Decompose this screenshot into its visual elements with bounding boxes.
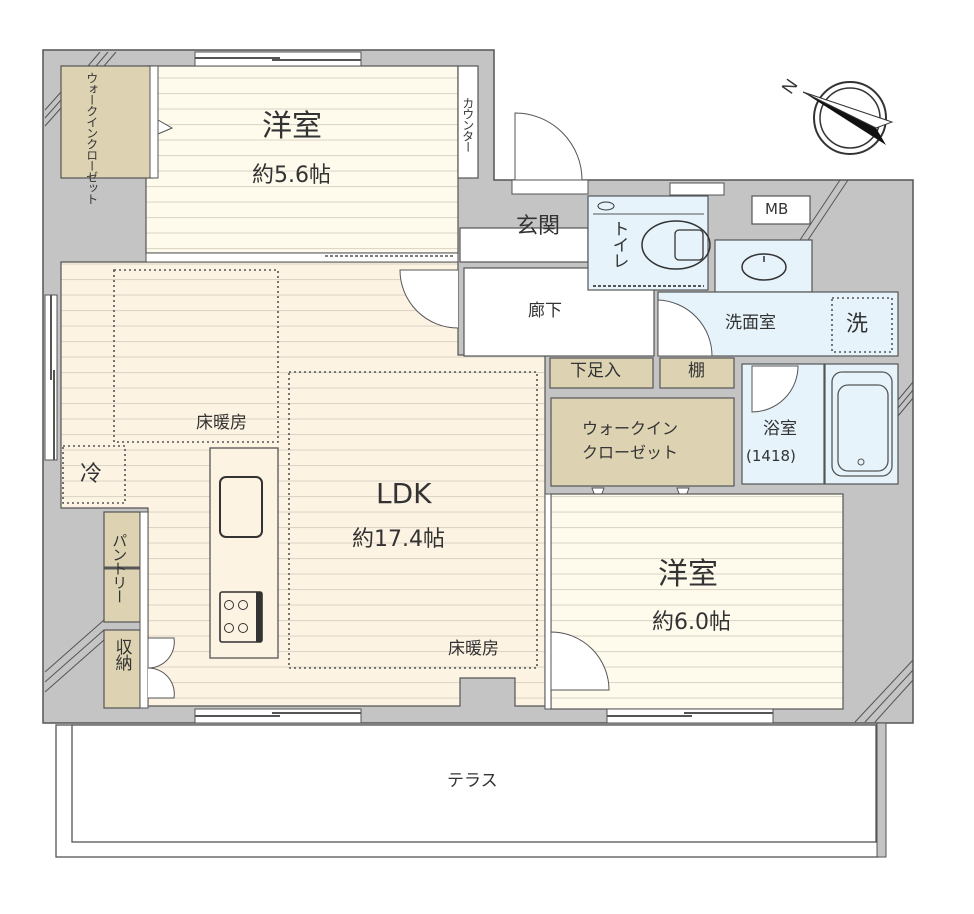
walk-in-closet-2-label-line1: ウォークイン: [582, 419, 679, 438]
fridge-zone: [62, 445, 126, 504]
bathroom-label: 浴室: [763, 419, 797, 439]
walk-in-closet-1-label: ウォークインクローゼット: [84, 72, 99, 204]
shoe-closet: [549, 357, 654, 389]
walk-in-closet-2: [550, 397, 735, 487]
ldk-floor: [60, 261, 546, 707]
north-arrow-compass-icon: N: [778, 75, 894, 155]
walk-in-closet-2-label-line2: クローゼット: [582, 443, 679, 462]
counter: [457, 65, 479, 179]
washer-zone: [831, 297, 893, 353]
floor-heating-zone-1: [113, 269, 279, 443]
floor-heating-zone-2: [288, 371, 538, 669]
entrance: [459, 227, 589, 263]
counter-label: カウンター: [460, 96, 475, 152]
western-room-2-size: 約6.0帖: [652, 610, 731, 635]
western-room-1-label: 洋室: [262, 109, 322, 144]
washer-label: 洗: [846, 312, 869, 337]
ldk-label: LDK: [376, 477, 432, 510]
bathroom-size: (1418): [746, 447, 796, 465]
bathtub: [824, 363, 899, 485]
terrace: [55, 722, 887, 858]
kitchen-island: [209, 447, 279, 659]
shoe-closet-label: 下足入: [570, 361, 621, 381]
western-room-1-size: 約5.6帖: [252, 163, 331, 188]
hallway-label: 廊下: [528, 301, 562, 321]
fridge-label: 冷: [80, 462, 103, 487]
storage: [103, 629, 141, 709]
western-room-1: [145, 65, 459, 254]
toilet-label: トイレ: [608, 220, 629, 268]
meter-box-label: MB: [765, 200, 789, 218]
terrace-label: テラス: [447, 771, 498, 791]
pantry-label: パントリー: [110, 533, 129, 603]
svg-text:N: N: [778, 75, 802, 97]
floor-heating-1-label: 床暖房: [196, 413, 247, 433]
meter-box: [751, 195, 811, 225]
vanity: [714, 239, 813, 293]
walk-in-closet-1: [60, 65, 154, 179]
storage-label: 収納: [111, 638, 132, 670]
shelf-label: 棚: [688, 361, 705, 381]
ldk-size: 約17.4帖: [352, 527, 445, 552]
washroom-label: 洗面室: [725, 313, 776, 333]
entrance-label: 玄関: [516, 214, 561, 239]
shelf: [659, 357, 735, 389]
floor-heating-2-label: 床暖房: [448, 639, 499, 659]
western-room-2-label: 洋室: [658, 557, 718, 592]
